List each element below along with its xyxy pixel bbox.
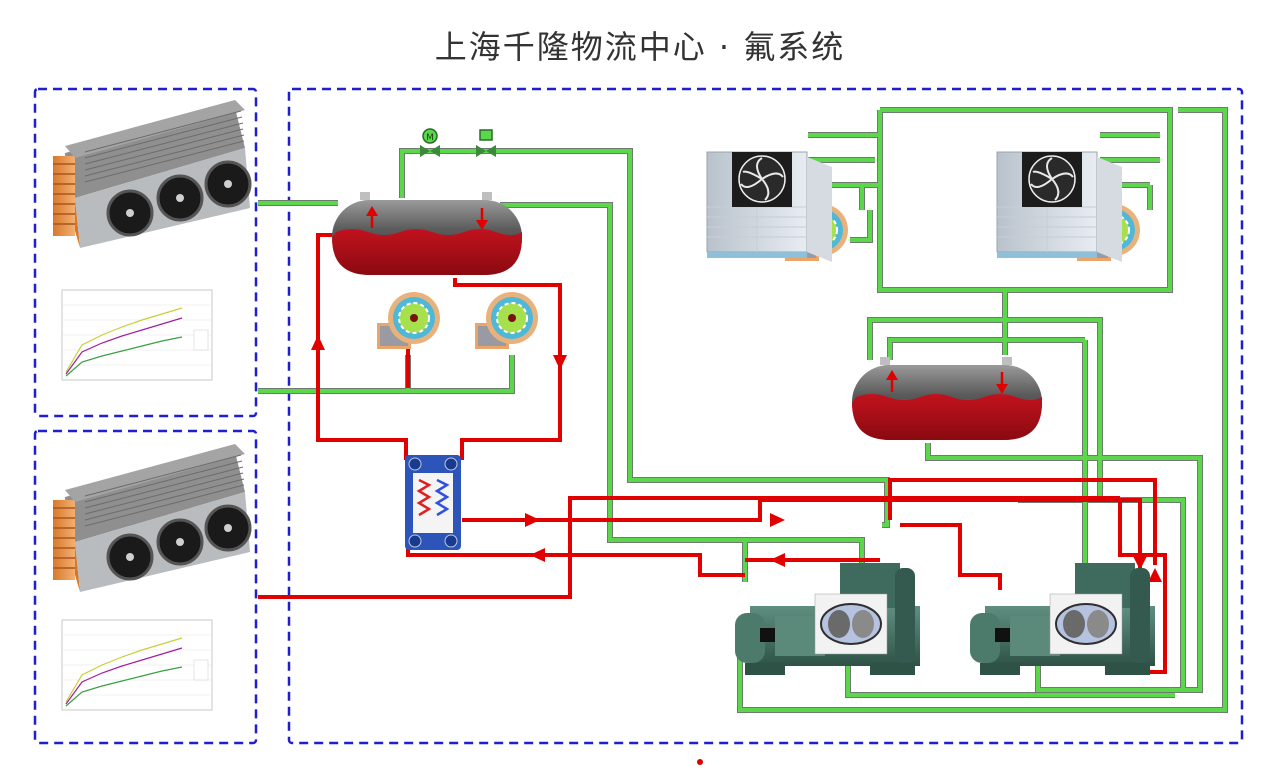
arrow-up-3 [1148, 568, 1162, 582]
boundary-machine-room [287, 87, 1244, 745]
svg-text:M: M [426, 133, 434, 143]
screw-compressor-1 [734, 562, 921, 676]
motor-valve-icon: M [420, 128, 440, 157]
arrow-down-3 [1133, 556, 1147, 570]
boundary-cooler-bottom [33, 429, 258, 745]
performance-chart-bottom [61, 619, 213, 711]
low-pressure-receiver [332, 192, 522, 275]
performance-chart-top [61, 289, 213, 381]
arrow-up-left [311, 335, 325, 350]
air-cooler-bottom [51, 442, 252, 594]
air-cooler-top [51, 98, 252, 250]
pump-2 [474, 291, 539, 350]
flow-arrows [311, 335, 1162, 582]
arrow-right-2 [770, 513, 785, 527]
solenoid-valve-icon [476, 129, 496, 157]
pump-1 [376, 291, 441, 350]
high-pressure-receiver [852, 357, 1042, 440]
vessel-arrows [366, 206, 1008, 394]
boundary-cooler-top [33, 87, 258, 418]
arrow-right-1 [525, 513, 540, 527]
arrow-left-1 [530, 548, 545, 562]
page-title: 上海千隆物流中心 · 氟系统 [434, 28, 846, 66]
evaporative-condenser-1 [706, 151, 833, 263]
boundary-group [33, 87, 1244, 745]
plate-heat-exchanger [403, 453, 463, 552]
arrow-left-2 [770, 553, 785, 567]
evaporative-condenser-2 [996, 151, 1123, 263]
screw-compressor-2 [969, 562, 1156, 676]
green-pipes [258, 107, 1228, 713]
arrow-down-right [553, 355, 567, 370]
bottom-marker [697, 759, 703, 765]
